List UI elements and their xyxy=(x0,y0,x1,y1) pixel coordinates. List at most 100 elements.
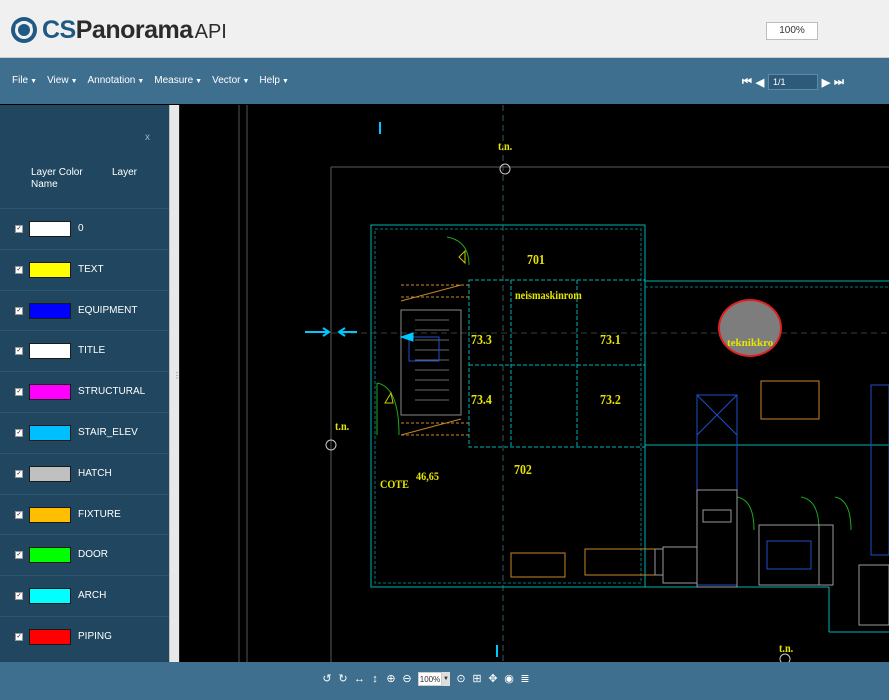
tool-list: ↺ ↻ ↔ ↕ ⊕ ⊖ 100% ▼ ⊙ ⊞ ✥ ◉ ≣ xyxy=(322,672,530,686)
layer-name: DOOR xyxy=(78,549,108,561)
layer-color-swatch[interactable] xyxy=(29,384,71,401)
annotation-label: teknikkro xyxy=(727,337,774,349)
label-tn-bottom: t.n. xyxy=(779,641,794,655)
layer-visibility-checkbox[interactable]: ✓ xyxy=(15,347,23,356)
zoom-window-icon[interactable]: ⊙ xyxy=(456,673,466,685)
bottom-toolbar: ↺ ↻ ↔ ↕ ⊕ ⊖ 100% ▼ ⊙ ⊞ ✥ ◉ ≣ xyxy=(0,662,889,700)
caret-down-icon: ▼ xyxy=(195,78,203,85)
menu-help-label: Help xyxy=(259,75,280,86)
panel-splitter[interactable]: ⋮ xyxy=(169,105,181,662)
label-room-name: neismaskinrom xyxy=(515,288,582,302)
caret-down-icon: ▼ xyxy=(281,78,289,85)
layer-visibility-checkbox[interactable]: ✓ xyxy=(15,469,23,478)
fit-height-icon[interactable]: ↕ xyxy=(372,673,378,685)
zoom-in-icon[interactable]: ⊕ xyxy=(386,673,396,685)
menu-view[interactable]: View▼ xyxy=(47,75,77,86)
layer-row[interactable]: ✓ HATCH xyxy=(0,452,169,493)
rotate-cw-icon[interactable]: ↻ xyxy=(338,673,348,685)
layer-color-swatch[interactable] xyxy=(29,547,71,564)
layer-row[interactable]: ✓ FIXTURE xyxy=(0,493,169,534)
zoom-select[interactable]: 100% xyxy=(418,672,442,686)
layer-panel: x Layer Color Name Layer ✓0✓TEXT✓EQUIPME… xyxy=(0,105,169,662)
layer-row[interactable]: ✓ DOOR xyxy=(0,534,169,574)
layer-color-swatch[interactable] xyxy=(29,425,71,441)
menu-view-label: View xyxy=(47,75,69,86)
pan-icon[interactable]: ✥ xyxy=(488,673,498,685)
layer-name: TITLE xyxy=(78,345,106,357)
fit-page-icon[interactable]: ⊞ xyxy=(472,673,482,685)
layer-color-swatch[interactable] xyxy=(29,261,71,278)
layer-name: STRUCTURAL xyxy=(78,386,146,398)
page-navigator: ⏮ ◀ 1/1 ▶ ⏭ xyxy=(742,74,844,90)
layer-color-swatch[interactable] xyxy=(29,343,71,360)
menu-measure[interactable]: Measure▼ xyxy=(154,75,202,86)
rotate-ccw-icon[interactable]: ↺ xyxy=(322,673,332,685)
layer-color-swatch[interactable] xyxy=(29,302,71,319)
layer-visibility-checkbox[interactable]: ✓ xyxy=(15,429,23,437)
layers-icon[interactable]: ≣ xyxy=(520,673,530,685)
layer-row[interactable]: ✓PIPING xyxy=(0,616,169,656)
layer-name: ARCH xyxy=(78,590,107,602)
menu-annotation-label: Annotation xyxy=(87,75,136,86)
menu-list: File▼ View▼ Annotation▼ Measure▼ Vector▼… xyxy=(12,75,289,86)
layer-name: HATCH xyxy=(78,467,112,479)
menu-file-label: File xyxy=(12,75,29,86)
layer-visibility-checkbox[interactable]: ✓ xyxy=(15,265,23,274)
logo: CS Panorama API xyxy=(10,14,227,46)
layer-name: TEXT xyxy=(78,263,104,275)
label-cote-value: 46,65 xyxy=(416,469,439,483)
caret-down-icon: ▼ xyxy=(242,78,250,85)
zoom-display[interactable]: 100% xyxy=(766,22,818,40)
layer-name: FIXTURE xyxy=(78,508,121,520)
layer-color-swatch[interactable] xyxy=(29,506,71,523)
menu-help[interactable]: Help▼ xyxy=(259,75,289,86)
layer-row[interactable]: ✓ STRUCTURAL xyxy=(0,371,169,411)
layer-row[interactable]: ✓ STAIR_ELEV xyxy=(0,412,169,452)
menu-measure-label: Measure xyxy=(154,75,194,86)
layer-color-swatch[interactable] xyxy=(29,629,71,645)
logo-icon xyxy=(11,17,37,43)
menu-annotation[interactable]: Annotation▼ xyxy=(88,75,145,86)
layer-visibility-checkbox[interactable]: ✓ xyxy=(15,633,23,641)
logo-panorama-text: Panorama xyxy=(75,15,193,44)
layer-row[interactable]: ✓0 xyxy=(0,208,169,248)
label-room-702: 702 xyxy=(514,463,532,478)
close-icon[interactable]: x xyxy=(145,132,150,143)
fit-width-icon[interactable]: ↔ xyxy=(354,673,365,685)
layer-visibility-checkbox[interactable]: ✓ xyxy=(15,551,23,560)
zoom-out-icon[interactable]: ⊖ xyxy=(402,673,412,685)
layer-name: STAIR_ELEV xyxy=(78,427,138,438)
layer-color-swatch[interactable] xyxy=(29,465,71,482)
label-room-701: 701 xyxy=(527,253,545,268)
layer-visibility-checkbox[interactable]: ✓ xyxy=(15,388,23,397)
layer-row[interactable]: ✓ TITLE xyxy=(0,330,169,370)
menu-file[interactable]: File▼ xyxy=(12,75,37,86)
label-733: 73.3 xyxy=(471,333,492,348)
layer-visibility-checkbox[interactable]: ✓ xyxy=(15,306,23,315)
layer-row[interactable]: ✓ EQUIPMENT xyxy=(0,289,169,330)
layer-color-swatch[interactable] xyxy=(29,588,71,605)
layer-name: EQUIPMENT xyxy=(78,304,138,316)
chevron-down-icon[interactable]: ▼ xyxy=(442,672,450,686)
layer-row[interactable]: ✓ TEXT xyxy=(0,248,169,289)
layer-color-swatch[interactable] xyxy=(29,221,71,237)
annotation-marker[interactable] xyxy=(718,299,782,357)
app-header: CS Panorama API 100% xyxy=(0,0,889,58)
prev-page-icon[interactable]: ◀ xyxy=(755,76,765,89)
layer-row[interactable]: ✓ ARCH xyxy=(0,575,169,615)
caret-down-icon: ▼ xyxy=(70,78,78,85)
menu-vector-label: Vector xyxy=(212,75,241,86)
page-input[interactable]: 1/1 xyxy=(768,74,818,90)
layer-name: 0 xyxy=(78,223,84,234)
last-page-icon[interactable]: ⏭ xyxy=(834,75,844,88)
layer-visibility-checkbox[interactable]: ✓ xyxy=(15,510,23,519)
magnifier-icon[interactable]: ◉ xyxy=(504,673,514,685)
first-page-icon[interactable]: ⏮ xyxy=(742,75,752,88)
layer-visibility-checkbox[interactable]: ✓ xyxy=(15,592,23,601)
drawing-canvas[interactable]: t.n. 701 neismaskinrom 73.3 73.1 73.4 73… xyxy=(179,105,889,662)
layer-visibility-checkbox[interactable]: ✓ xyxy=(15,225,23,233)
menu-vector[interactable]: Vector▼ xyxy=(212,75,249,86)
grip-icon[interactable]: ⋮ xyxy=(173,371,181,380)
next-page-icon[interactable]: ▶ xyxy=(821,76,831,89)
label-tn-top: t.n. xyxy=(498,139,513,153)
